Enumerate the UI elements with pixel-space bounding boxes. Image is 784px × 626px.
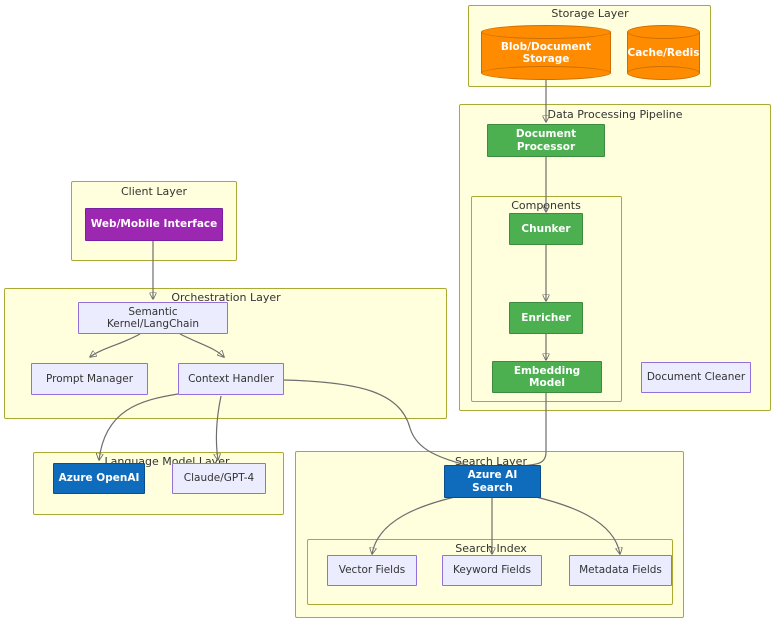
node-prompt-manager[interactable]: Prompt Manager xyxy=(31,363,148,395)
node-document-processor-label: Document Processor xyxy=(515,128,577,153)
cylinder-bottom xyxy=(481,66,611,80)
node-azure-openai-label: Azure OpenAI xyxy=(58,472,140,485)
node-blob-document-storage-label: Blob/Document Storage xyxy=(500,40,592,65)
node-blob-document-storage[interactable]: Blob/Document Storage xyxy=(481,25,611,80)
cluster-orchestration-layer-label: Orchestration Layer xyxy=(171,291,281,304)
node-enricher[interactable]: Enricher xyxy=(509,302,583,334)
node-enricher-label: Enricher xyxy=(521,311,571,324)
node-azure-openai[interactable]: Azure OpenAI xyxy=(53,463,145,494)
node-web-mobile-interface-label: Web/Mobile Interface xyxy=(90,218,218,231)
node-context-handler-label: Context Handler xyxy=(188,372,274,385)
node-document-cleaner-label: Document Cleaner xyxy=(646,371,746,384)
node-metadata-fields[interactable]: Metadata Fields xyxy=(569,555,672,586)
node-prompt-manager-label: Prompt Manager xyxy=(45,372,134,385)
node-embedding-model[interactable]: Embedding Model xyxy=(492,361,602,393)
cylinder-bottom xyxy=(627,66,700,80)
node-embedding-model-label: Embedding Model xyxy=(513,364,581,389)
node-keyword-fields-label: Keyword Fields xyxy=(453,564,531,577)
node-cache-redis[interactable]: Cache/Redis xyxy=(627,25,700,80)
node-claude-gpt4[interactable]: Claude/GPT-4 xyxy=(172,463,266,494)
node-document-processor[interactable]: Document Processor xyxy=(487,124,605,157)
cluster-components-label: Components xyxy=(511,199,581,212)
node-semantic-kernel-langchain-label: Semantic Kernel/LangChain xyxy=(106,305,200,330)
node-semantic-kernel-langchain[interactable]: Semantic Kernel/LangChain xyxy=(78,302,228,334)
cluster-client-layer-label: Client Layer xyxy=(120,185,188,198)
node-vector-fields-label: Vector Fields xyxy=(338,564,406,577)
node-azure-ai-search-label: Azure AI Search xyxy=(467,469,518,494)
cluster-storage-layer-label: Storage Layer xyxy=(551,7,629,20)
node-keyword-fields[interactable]: Keyword Fields xyxy=(442,555,542,586)
node-chunker-label: Chunker xyxy=(521,222,571,235)
node-chunker[interactable]: Chunker xyxy=(509,213,583,245)
cluster-search-index-label: Search Index xyxy=(455,542,527,555)
cylinder-top xyxy=(627,25,700,39)
node-document-cleaner[interactable]: Document Cleaner xyxy=(641,362,751,393)
cluster-data-processing-pipeline-label: Data Processing Pipeline xyxy=(547,108,683,121)
node-cache-redis-label: Cache/Redis xyxy=(627,46,700,59)
node-web-mobile-interface[interactable]: Web/Mobile Interface xyxy=(85,208,223,241)
node-azure-ai-search[interactable]: Azure AI Search xyxy=(444,465,541,498)
node-metadata-fields-label: Metadata Fields xyxy=(579,564,662,577)
cylinder-top xyxy=(481,25,611,39)
node-context-handler[interactable]: Context Handler xyxy=(178,363,284,395)
node-claude-gpt4-label: Claude/GPT-4 xyxy=(183,472,255,485)
node-vector-fields[interactable]: Vector Fields xyxy=(327,555,417,586)
